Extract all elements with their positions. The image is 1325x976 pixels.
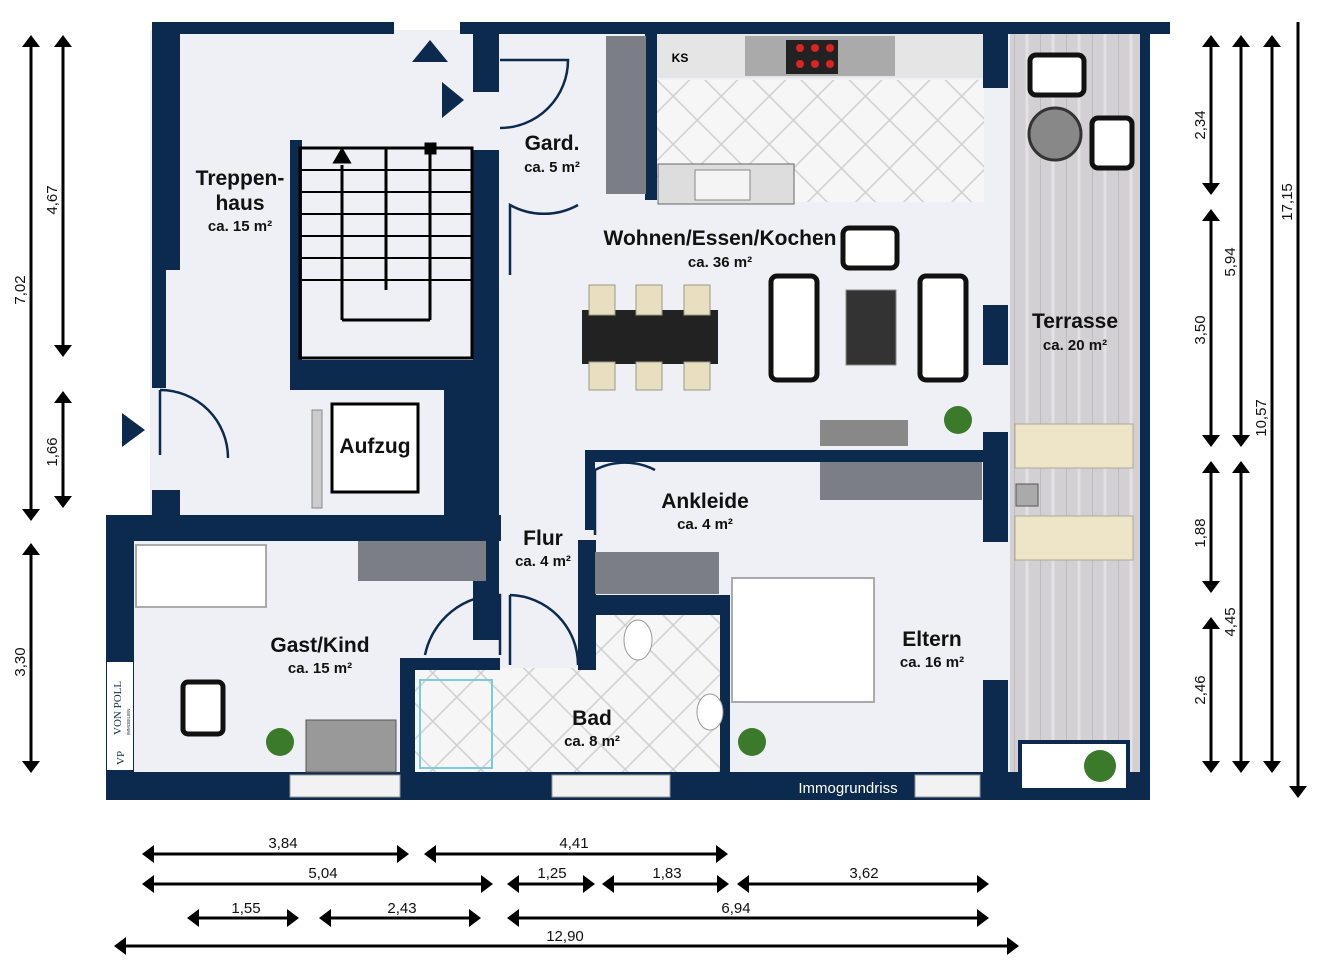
dim-label: 3,84 (268, 835, 297, 852)
dim-label: 17,15 (1279, 183, 1296, 221)
sideboard (820, 420, 908, 446)
washbasin-icon (696, 693, 724, 731)
entry-arrow-icon (442, 82, 464, 118)
fridge-label: KS (672, 51, 689, 65)
dim-label: 4,67 (44, 185, 61, 214)
staircase (298, 142, 474, 360)
dim-label: 3,30 (12, 647, 29, 676)
bath-floor (415, 668, 725, 774)
dimensions-bottom: 3,84 4,41 5,04 1,25 1,83 3,62 1,55 2,43 … (114, 835, 1019, 955)
armchair (840, 225, 900, 271)
room-area-wohnen: ca. 36 m² (688, 254, 752, 271)
plant-icon (266, 406, 972, 756)
room-area-garderobe: ca. 5 m² (524, 159, 580, 176)
desk (305, 719, 397, 773)
single-bed (135, 544, 267, 608)
dim-label: 3,62 (849, 865, 878, 882)
room-name-treppenhaus: Treppen- (196, 167, 285, 190)
dim-label: 4,41 (559, 835, 588, 852)
logo: VON POLL IMMOBILIEN VP (107, 662, 133, 770)
sink-icon (694, 169, 751, 201)
room-area-ankleide: ca. 4 m² (677, 516, 733, 533)
room-name-gast-kind: Gast/Kind (270, 634, 369, 657)
room-labels: Treppen- haus ca. 15 m² Gard. ca. 5 m² W… (196, 132, 1118, 797)
logo-sub: IMMOBILIEN (126, 708, 131, 735)
dim-label: 7,02 (12, 275, 29, 304)
dim-label: 12,90 (546, 928, 584, 945)
room-name-aufzug: Aufzug (339, 435, 410, 458)
wardrobe (820, 462, 982, 500)
room-name-treppenhaus-2: haus (215, 192, 264, 215)
room-name-eltern: Eltern (902, 628, 962, 651)
dimensions-left: 7,02 3,30 4,67 1,66 (12, 35, 72, 773)
dim-label: 5,94 (1222, 247, 1239, 276)
wardrobe (358, 541, 486, 581)
dim-label: 2,43 (387, 900, 416, 917)
dim-label: 2,46 (1192, 675, 1209, 704)
kitchen: KS (606, 34, 983, 205)
watermark: Immogrundriss (798, 780, 897, 797)
dim-label: 3,50 (1192, 315, 1209, 344)
dim-label: 1,66 (44, 437, 61, 466)
room-area-bad: ca. 8 m² (564, 733, 620, 750)
room-area-flur: ca. 4 m² (515, 553, 571, 570)
room-area-gast-kind: ca. 15 m² (288, 660, 352, 677)
dim-label: 1,25 (537, 865, 566, 882)
dining-table (582, 310, 718, 364)
dim-label: 1,83 (652, 865, 681, 882)
round-table (1027, 106, 1083, 162)
toilet-icon (623, 619, 653, 661)
dim-label: 6,94 (721, 900, 750, 917)
logo-mark: VP (115, 751, 127, 765)
sofa (917, 273, 969, 383)
double-bed (731, 577, 875, 703)
wardrobe (595, 552, 719, 594)
room-name-garderobe: Gard. (525, 132, 580, 155)
entry-arrow-icon (412, 40, 448, 62)
room-area-treppenhaus: ca. 15 m² (208, 218, 272, 235)
shower-icon (419, 679, 493, 769)
walls (106, 22, 1170, 800)
dimensions-right: 2,34 3,50 1,88 2,46 5,94 4,45 10,57 17,1… (1192, 22, 1307, 798)
room-name-ankleide: Ankleide (661, 490, 749, 513)
room-area-eltern: ca. 16 m² (900, 654, 964, 671)
doors (122, 40, 656, 666)
dim-label: 2,34 (1192, 110, 1209, 139)
room-name-terrasse: Terrasse (1032, 310, 1118, 333)
dim-label: 5,04 (308, 865, 337, 882)
sun-lounger (1014, 515, 1134, 561)
dim-label: 10,57 (1253, 399, 1270, 437)
room-name-bad: Bad (572, 707, 612, 730)
dim-label: 4,45 (1222, 607, 1239, 636)
chair (1027, 52, 1087, 98)
sun-lounger (1014, 423, 1134, 469)
sofa (768, 273, 820, 383)
chair (1089, 115, 1135, 171)
dim-label: 1,88 (1192, 518, 1209, 547)
room-name-wohnen: Wohnen/Essen/Kochen (604, 227, 837, 250)
room-area-terrasse: ca. 20 m² (1043, 337, 1107, 354)
entry-arrow-icon (122, 413, 145, 447)
armchair (180, 679, 226, 737)
elevator (311, 402, 420, 509)
room-name-flur: Flur (523, 527, 563, 550)
dim-label: 1,55 (231, 900, 260, 917)
coffee-table (845, 289, 897, 366)
furniture (135, 52, 1135, 792)
logo-name: VON POLL (112, 681, 124, 735)
